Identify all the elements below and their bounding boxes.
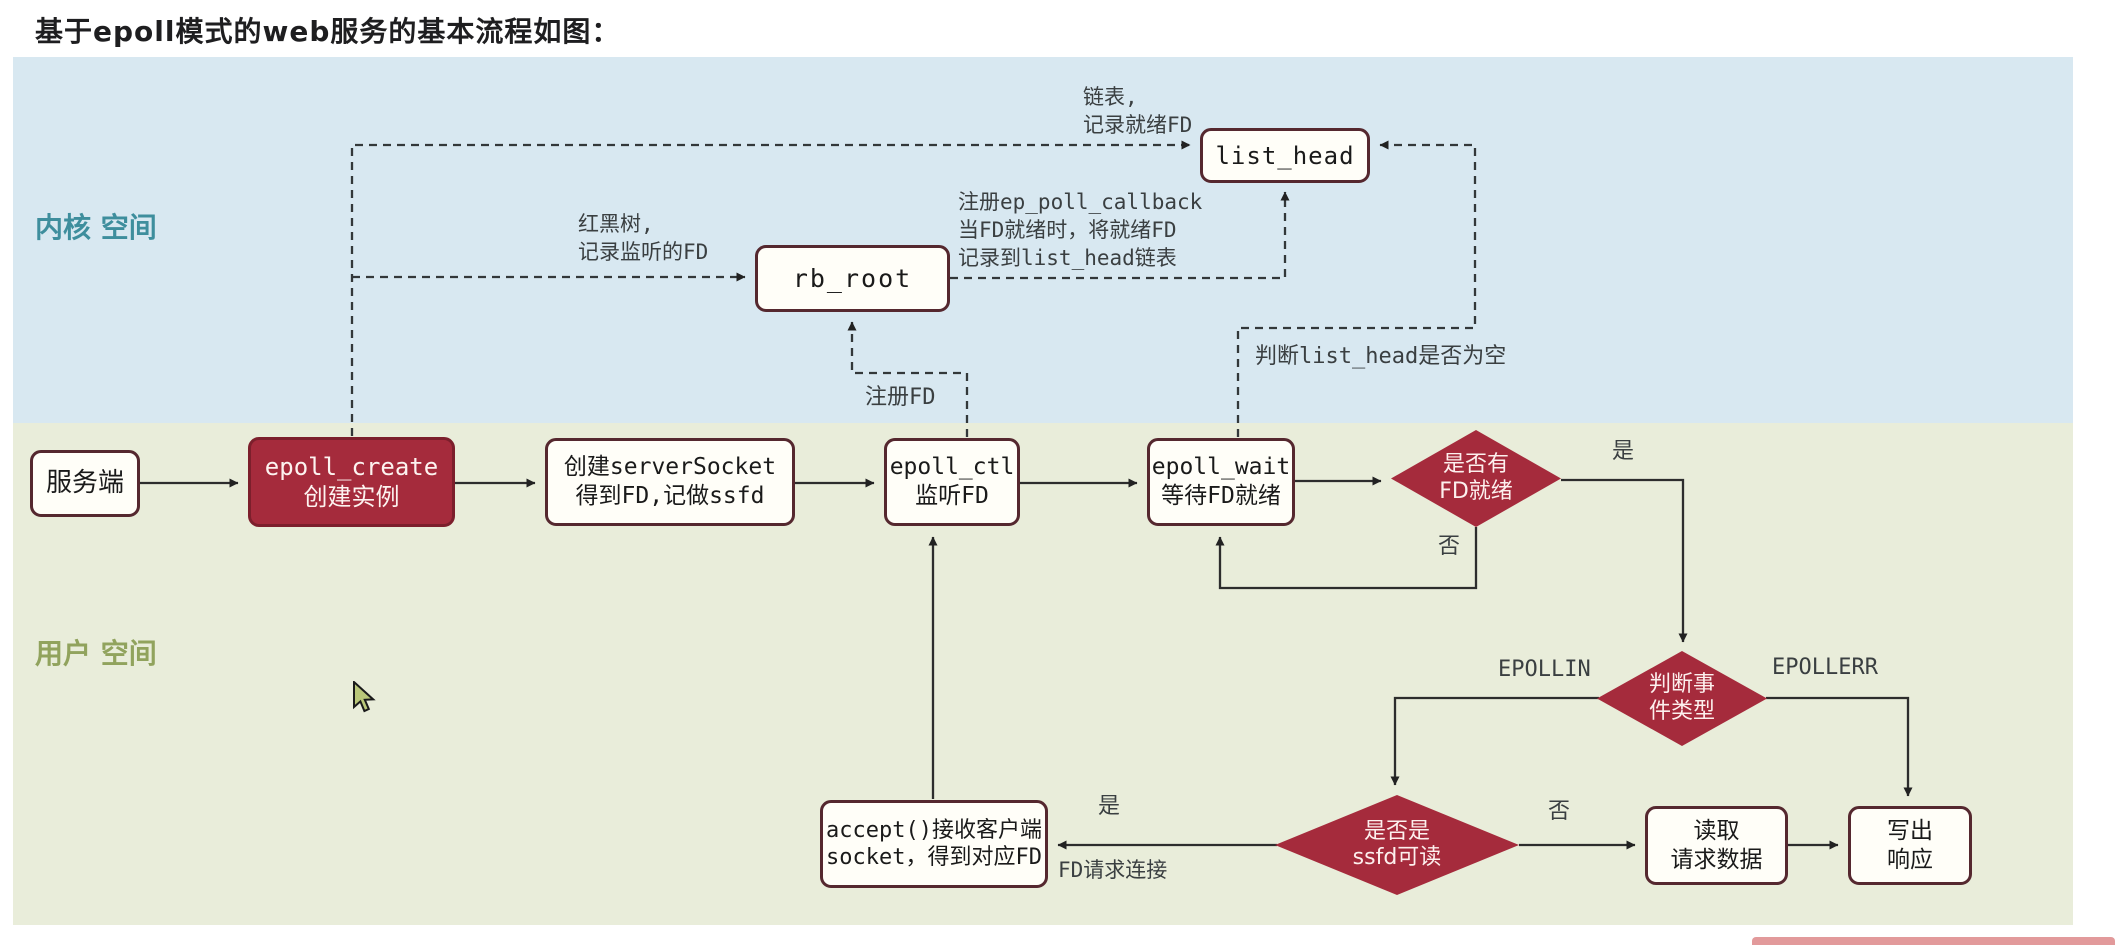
node-write-response: 写出 响应	[1848, 806, 1972, 885]
node-rb-root: rb_root	[755, 245, 950, 312]
page-title: 基于epoll模式的web服务的基本流程如图：	[35, 15, 621, 48]
decision-event-type-line1: 判断事	[1648, 672, 1715, 698]
decision-ssfd-readable-line2: ssfd可读	[1352, 845, 1442, 870]
node-accept-line1: accept()接收客户端	[826, 817, 1042, 843]
user-space-label-line2: 空间	[100, 637, 157, 670]
node-read-request-line2: 请求数据	[1670, 846, 1763, 873]
node-epoll-wait: epoll_wait 等待FD就绪	[1147, 438, 1295, 526]
decision-fd-ready-line2: FD就绪	[1439, 478, 1513, 504]
node-server: 服务端	[30, 450, 140, 517]
node-epoll-create-line2: 创建实例	[303, 483, 400, 511]
node-write-response-line1: 写出	[1887, 817, 1933, 844]
node-epoll-create-line1: epoll_create	[264, 453, 439, 481]
label-fd-ready-no: 否	[1438, 534, 1461, 559]
node-accept-line2: socket，得到对应FD	[826, 845, 1042, 870]
node-create-serversocket-line2: 得到FD,记做ssfd	[575, 483, 765, 509]
node-epoll-ctl-line1: epoll_ctl	[889, 454, 1015, 481]
node-accept: accept()接收客户端 socket，得到对应FD	[820, 800, 1048, 888]
label-rbtree-note-line1: 红黑树,	[578, 212, 654, 236]
node-create-serversocket: 创建serverSocket 得到FD,记做ssfd	[545, 438, 795, 526]
node-epoll-wait-line2: 等待FD就绪	[1161, 483, 1281, 509]
node-server-label: 服务端	[45, 468, 124, 499]
kernel-space-label: 内核 空间	[35, 210, 157, 246]
user-space-label: 用户 空间	[35, 636, 157, 672]
kernel-space-label-line2: 空间	[100, 211, 157, 244]
label-callback-note-line2: 当FD就绪时，将就绪FD	[958, 218, 1177, 242]
label-register-fd: 注册FD	[865, 385, 936, 410]
bottom-pink-strip	[1752, 937, 2115, 945]
label-epollerr: EPOLLERR	[1772, 655, 1878, 680]
user-space-label-line1: 用户	[35, 637, 92, 670]
label-ssfd-yes: 是	[1098, 794, 1121, 819]
node-rb-root-label: rb_root	[792, 263, 913, 293]
decision-event-type-line2: 件类型	[1648, 698, 1715, 724]
node-epoll-ctl-line2: 监听FD	[915, 483, 989, 509]
label-list-note-line2: 记录就绪FD	[1083, 113, 1193, 137]
label-rbtree-note-line2: 记录监听的FD	[578, 240, 709, 264]
decision-ssfd-readable-line1: 是否是	[1363, 818, 1430, 844]
node-read-request: 读取 请求数据	[1645, 806, 1788, 885]
kernel-space-label-line1: 内核	[35, 211, 92, 244]
label-rbtree-note: 红黑树, 记录监听的FD	[578, 210, 708, 266]
node-epoll-create: epoll_create 创建实例	[248, 437, 455, 527]
node-epoll-wait-line1: epoll_wait	[1151, 454, 1291, 481]
label-list-note-line1: 链表,	[1083, 85, 1138, 109]
label-fd-request-connect: FD请求连接	[1058, 858, 1168, 882]
label-callback-note-line1: 注册ep_poll_callback	[958, 190, 1203, 214]
label-callback-note-line3: 记录到list_head链表	[958, 246, 1177, 270]
label-callback-note: 注册ep_poll_callback 当FD就绪时，将就绪FD 记录到list_…	[958, 188, 1202, 272]
node-create-serversocket-line1: 创建serverSocket	[563, 454, 777, 481]
node-epoll-ctl: epoll_ctl 监听FD	[884, 438, 1020, 526]
label-fd-ready-yes: 是	[1612, 439, 1635, 464]
node-list-head: list_head	[1200, 128, 1370, 183]
node-list-head-label: list_head	[1215, 141, 1355, 170]
label-epollin: EPOLLIN	[1498, 657, 1591, 682]
node-read-request-line1: 读取	[1693, 817, 1740, 844]
label-check-listhead-empty: 判断list_head是否为空	[1255, 344, 1507, 369]
decision-fd-ready-line1: 是否有	[1442, 452, 1509, 478]
mouse-cursor	[352, 679, 380, 717]
node-write-response-line2: 响应	[1887, 846, 1933, 873]
label-ssfd-no: 否	[1548, 799, 1571, 824]
label-list-note: 链表, 记录就绪FD	[1083, 83, 1192, 139]
